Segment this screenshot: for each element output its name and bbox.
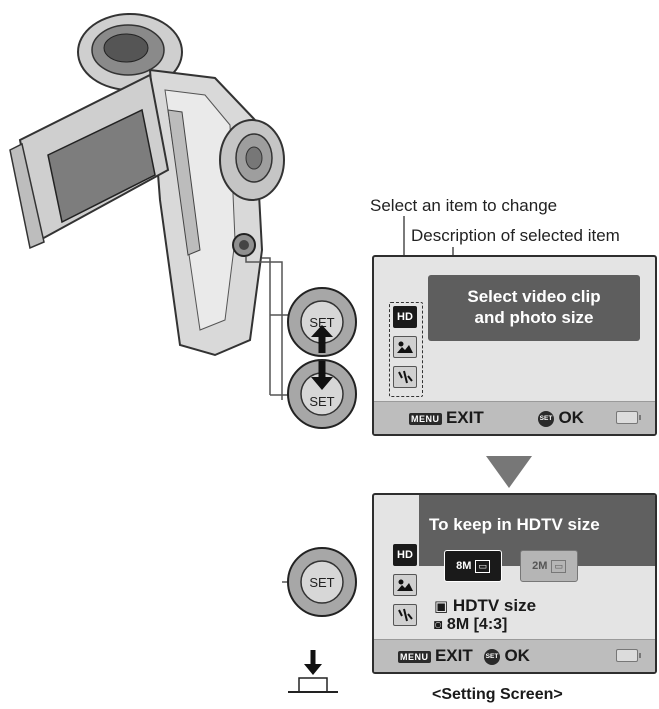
banner-text: To keep in HDTV size	[429, 515, 600, 534]
option-8m-hd[interactable]: 8M ▭	[444, 550, 502, 582]
ok-label: OK	[558, 408, 584, 427]
description-line2: and photo size	[474, 308, 594, 327]
description-box: Select video clip and photo size	[428, 275, 640, 341]
set-dial-down[interactable]: SET	[285, 357, 359, 431]
resolution-line: ◙ 8M [4:3]	[434, 616, 507, 634]
battery-icon	[616, 411, 641, 424]
mode-line: ▣ HDTV size	[434, 596, 536, 616]
set-dial-press[interactable]: SET	[285, 545, 359, 619]
svg-text:SET: SET	[309, 394, 334, 409]
resolution-text: 8M [4:3]	[446, 616, 508, 633]
screen2-ok-control[interactable]: SET OK	[484, 646, 530, 666]
press-button-icon	[288, 650, 338, 693]
hd-icon[interactable]: HD	[393, 306, 417, 328]
screen1-ok-control[interactable]: SET OK	[538, 408, 584, 428]
caption: <Setting Screen>	[432, 686, 563, 703]
callout-select-item: Select an item to change	[370, 196, 558, 215]
film-icon: ▭	[551, 559, 566, 573]
mode-dial-icon	[219, 119, 285, 201]
menu-screen: HD Select video clip and photo size MENU…	[372, 255, 657, 436]
flash-icon[interactable]	[393, 366, 417, 388]
menu-tag-icon: MENU	[409, 412, 442, 425]
set-dial-up[interactable]: SET	[285, 285, 359, 359]
icon-column-highlight	[389, 302, 423, 397]
hd-film-icon: ▭	[475, 559, 490, 573]
menu-tag-icon-2: MENU	[398, 650, 431, 663]
hd-icon-2[interactable]: HD	[393, 544, 417, 566]
setting-screen: To keep in HDTV size HD 8M ▭ 2M ▭ ▣ HDTV…	[372, 493, 657, 674]
scene-icon[interactable]	[393, 336, 417, 358]
exit-label: EXIT	[445, 408, 484, 427]
svg-text:SET: SET	[309, 575, 334, 590]
ok-label-2: OK	[504, 646, 530, 665]
body-set-button-icon	[232, 233, 256, 257]
video-icon: ▣	[434, 598, 449, 615]
screen2-bottom-bar: MENU EXIT SET OK	[374, 639, 655, 672]
down-arrow-icon	[486, 456, 532, 488]
flip-lcd-icon	[9, 73, 170, 250]
screen2-exit-control[interactable]: MENU EXIT	[398, 646, 473, 666]
exit-label-2: EXIT	[434, 646, 473, 665]
callout-description: Description of selected item	[411, 226, 620, 245]
svg-text:SET: SET	[309, 315, 334, 330]
screen1-bottom-bar: MENU EXIT SET OK	[374, 401, 655, 434]
mode-text: HDTV size	[452, 596, 537, 615]
set-small-icon-2: SET	[484, 648, 500, 665]
scene-icon-2[interactable]	[393, 574, 417, 596]
lens-icon	[77, 13, 183, 91]
set-small-icon: SET	[538, 410, 554, 427]
option-2m[interactable]: 2M ▭	[520, 550, 578, 582]
description-line1: Select video clip	[467, 287, 601, 306]
flash-icon-2[interactable]	[393, 604, 417, 626]
camcorder-illustration	[9, 13, 285, 400]
screen1-exit-control[interactable]: MENU EXIT	[409, 408, 484, 428]
camera-icon: ◙	[434, 616, 443, 632]
battery-icon-2	[616, 649, 641, 662]
